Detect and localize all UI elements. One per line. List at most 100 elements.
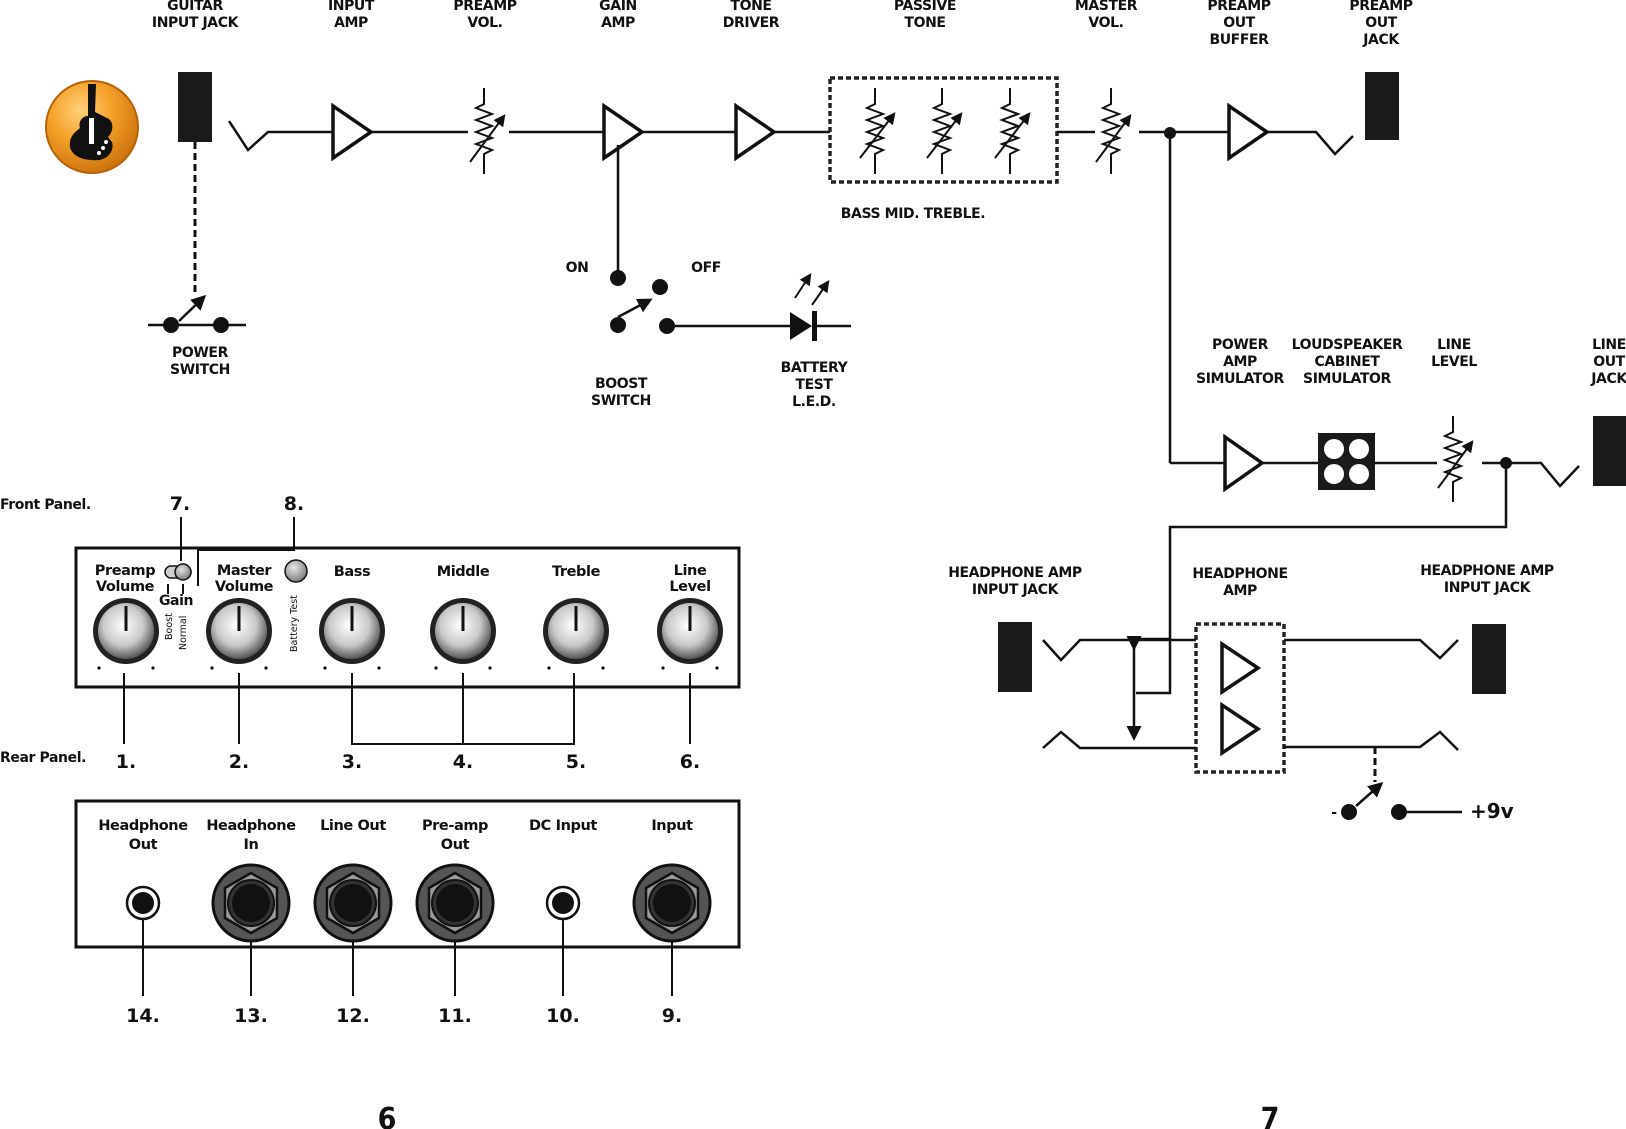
label-tone-driver: TONE DRIVER <box>723 0 780 31</box>
label-gain-amp: GAIN AMP <box>599 0 637 31</box>
svg-text:HEADPHONE: HEADPHONE <box>1192 566 1287 582</box>
jack-label: Line Out <box>320 818 386 834</box>
label-passive-tone: PASSIVE TONE <box>894 0 957 31</box>
label-guitar-input-jack: GUITAR INPUT JACK <box>152 0 240 31</box>
svg-text:OUT: OUT <box>1593 354 1625 370</box>
jack-input[interactable]: Input <box>632 818 712 996</box>
label-power-amp-sim: POWER AMP SIMULATOR <box>1196 337 1285 387</box>
wire <box>1042 730 1196 750</box>
label-preamp-out-jack: PREAMP OUT JACK <box>1349 0 1413 48</box>
gain-toggle[interactable] <box>164 563 192 581</box>
label-hp-in-right: HEADPHONE AMP INPUT JACK <box>1420 563 1554 596</box>
gain-label: Gain <box>159 593 193 609</box>
knob-3[interactable]: Bass <box>319 564 385 670</box>
front-panel-title: Front Panel. <box>0 497 91 513</box>
wire <box>1042 638 1196 662</box>
guitar-icon <box>45 80 139 174</box>
knob-number: 2. <box>229 751 249 773</box>
jack-number: 10. <box>546 1005 580 1027</box>
wire <box>1136 639 1172 695</box>
svg-text:LINE: LINE <box>1437 337 1471 353</box>
boost-switch-label-2: SWITCH <box>591 393 651 409</box>
svg-text:OUT: OUT <box>1365 15 1397 31</box>
tone-driver-symbol <box>734 102 778 162</box>
led-label-2: TEST <box>795 377 833 393</box>
callout-7: 7. <box>170 493 190 515</box>
boost-on-label: ON <box>566 260 589 276</box>
svg-text:-: - <box>1331 805 1337 821</box>
svg-text:JACK: JACK <box>1362 32 1400 48</box>
callout-8: 8. <box>284 493 304 515</box>
label-line-out-jack: LINE OUT JACK <box>1590 337 1626 387</box>
page-number-right: 7 <box>1261 1102 1280 1129</box>
boost-label: Boost <box>164 613 175 640</box>
knob-label: Treble <box>552 564 601 580</box>
knob-label: Master <box>217 563 273 579</box>
knob-label: Middle <box>437 564 490 580</box>
knob-label: Volume <box>215 579 274 595</box>
jack-label: Headphone <box>98 818 188 834</box>
hp-input-jack-right <box>1472 624 1506 694</box>
page-number-left: 6 <box>378 1102 397 1129</box>
svg-text:BUFFER: BUFFER <box>1209 32 1269 48</box>
rear-panel <box>74 799 741 949</box>
hp-amp-bottom-symbol <box>1220 701 1262 757</box>
led-label-3: L.E.D. <box>792 394 836 410</box>
gain-amp-symbol <box>602 102 646 162</box>
knob-4[interactable]: Middle <box>430 564 496 670</box>
wire <box>197 517 295 586</box>
knob-number: 1. <box>116 751 136 773</box>
svg-text:PREAMP: PREAMP <box>1349 0 1412 14</box>
knob-number: 6. <box>680 751 700 773</box>
jack-number: 12. <box>336 1005 370 1027</box>
hp-amp-top-symbol <box>1220 640 1262 696</box>
svg-text:LINE: LINE <box>1592 337 1626 353</box>
headphone-amp-box <box>1194 622 1286 774</box>
line-level-resistor <box>1437 416 1474 502</box>
guitar-input-jack <box>178 72 212 142</box>
label-cabinet-sim: LOUDSPEAKER CABINET SIMULATOR <box>1292 337 1404 387</box>
svg-text:CABINET: CABINET <box>1314 354 1380 370</box>
svg-text:HEADPHONE AMP: HEADPHONE AMP <box>948 565 1082 581</box>
knob-number: 4. <box>453 751 473 773</box>
jack-label: Out <box>129 837 158 853</box>
hp-input-jack-left <box>998 622 1032 692</box>
svg-text:GAIN: GAIN <box>599 0 637 14</box>
jack-line-out[interactable]: Line Out <box>313 818 393 996</box>
knob-5[interactable]: Treble <box>543 564 609 670</box>
jack-label: In <box>244 837 259 853</box>
normal-label: Normal <box>178 616 189 650</box>
cabinet-sim-symbol <box>1318 433 1375 490</box>
svg-text:INPUT JACK: INPUT JACK <box>152 15 240 31</box>
knob-label: Bass <box>334 564 371 580</box>
wire <box>1482 461 1580 488</box>
power-switch-label-1: POWER <box>172 345 229 361</box>
svg-text:HEADPHONE AMP: HEADPHONE AMP <box>1420 563 1554 579</box>
svg-text:VOL.: VOL. <box>1088 15 1123 31</box>
power-amp-sim-symbol <box>1223 433 1266 493</box>
svg-text:PREAMP: PREAMP <box>1207 0 1270 14</box>
svg-text:GUITAR: GUITAR <box>167 0 223 14</box>
boost-off-label: OFF <box>691 260 721 276</box>
knob-label: Level <box>669 579 710 595</box>
svg-text:AMP: AMP <box>1223 583 1257 599</box>
jack-dc-input[interactable]: DC Input <box>529 818 598 996</box>
wire <box>1284 730 1459 751</box>
supply-switch: - <box>1331 782 1462 821</box>
battery-led-symbol <box>790 272 830 341</box>
svg-text:SIMULATOR: SIMULATOR <box>1303 371 1392 387</box>
svg-text:AMP: AMP <box>1223 354 1257 370</box>
label-hp-amp: HEADPHONE AMP <box>1192 566 1288 599</box>
jack-label: Headphone <box>206 818 296 834</box>
jack-number: 9. <box>662 1005 682 1027</box>
label-hp-in-left: HEADPHONE AMP INPUT JACK <box>948 565 1082 598</box>
